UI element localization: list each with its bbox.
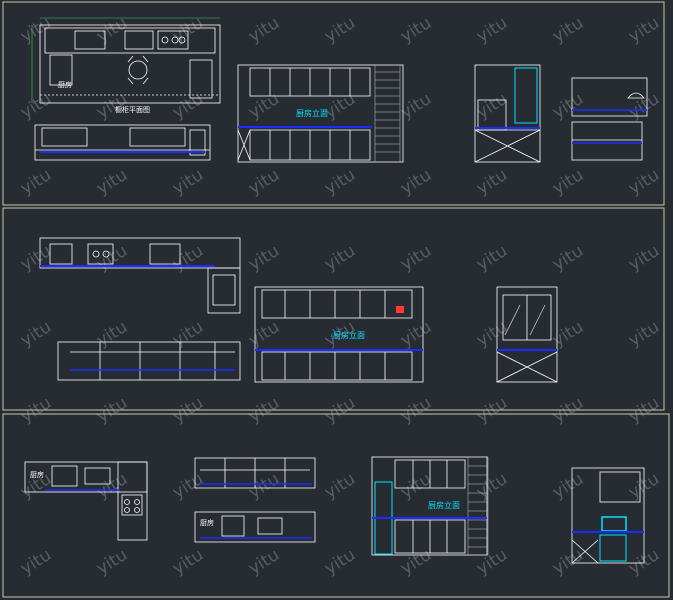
plan3-room2-label: 厨房 [200, 519, 214, 527]
cyan-appliance [601, 516, 627, 532]
panel-1-frame [2, 1, 665, 206]
plan-view-1-strip [34, 124, 211, 161]
plan-view-1-dims [31, 17, 220, 103]
plan-view-2 [39, 237, 241, 314]
elevation1-title: 厨房立面 [296, 109, 328, 118]
elevation-1 [237, 64, 404, 163]
elevation-2 [254, 286, 424, 383]
elevation-3 [371, 456, 488, 556]
panel-3-frame [2, 413, 670, 598]
cyan-drawers [599, 534, 627, 562]
plan1-room-label: 厨房 [58, 81, 72, 89]
brick-wall-1 [374, 64, 401, 163]
plan-view-3 [24, 461, 148, 541]
plan-view-2-strip [57, 341, 241, 381]
window-elevation [496, 286, 558, 383]
red-appliance [396, 306, 404, 313]
side-elevation-3 [571, 467, 645, 564]
plan-view-3b [194, 457, 316, 543]
small-elevation-1 [571, 77, 648, 161]
plan-view-1 [39, 24, 221, 104]
brick-wall-3 [467, 456, 489, 556]
elevation2-title: 厨房立面 [333, 331, 365, 340]
panel-2-frame [2, 207, 665, 411]
elevation3-title: 厨房立面 [428, 501, 460, 510]
plan1-title: 橱柜平面图 [115, 106, 150, 114]
side-elevation-1 [474, 64, 541, 163]
plan3-room-label: 厨房 [30, 471, 44, 479]
glass-cabinet [514, 67, 538, 124]
